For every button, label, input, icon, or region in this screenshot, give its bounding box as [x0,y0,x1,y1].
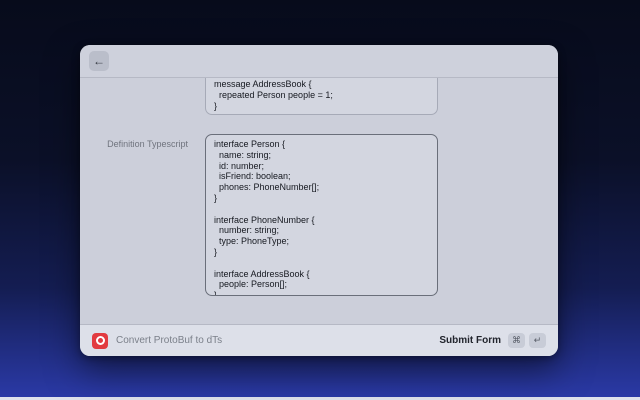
raycast-window: ← message AddressBook { repeated Person … [80,45,558,356]
form-content: message AddressBook { repeated Person pe… [80,78,558,324]
extension-icon [92,332,108,349]
typescript-definition-textarea[interactable]: interface Person { name: string; id: num… [205,134,438,296]
back-button[interactable]: ← [89,51,109,71]
command-title: Convert ProtoBuf to dTs [116,335,223,346]
window-footer: Convert ProtoBuf to dTs Submit Form ⌘ ↵ [80,324,558,356]
return-key-icon: ↵ [529,333,546,348]
definition-typescript-label: Definition Typescript [107,139,188,149]
cmd-key-icon: ⌘ [508,333,525,348]
window-header: ← [80,45,558,78]
submit-shortcut: ⌘ ↵ [508,333,546,348]
proto-definition-textarea[interactable]: message AddressBook { repeated Person pe… [205,78,438,115]
submit-form-label: Submit Form [439,335,501,346]
submit-form-button[interactable]: Submit Form ⌘ ↵ [439,333,546,348]
screen-bottom-edge [0,397,640,400]
extension-icon-ring [95,336,105,345]
back-arrow-icon: ← [93,54,105,68]
